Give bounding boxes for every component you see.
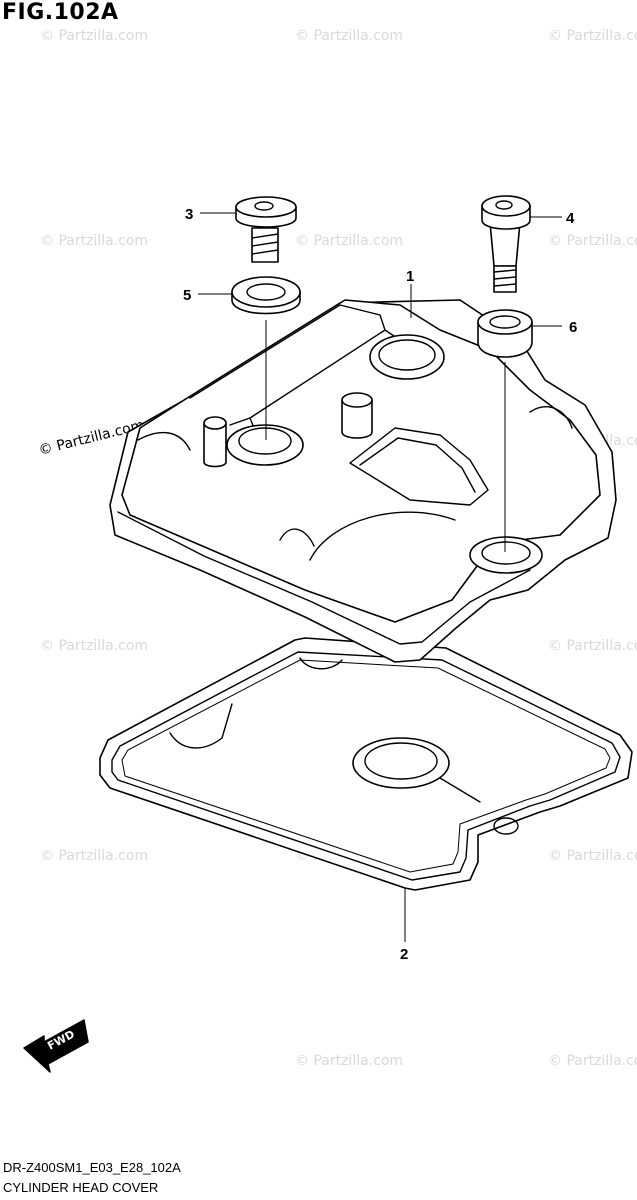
cylinder-head-cover-part-1[interactable]	[109, 299, 617, 663]
watermark: © Partzilla.com	[40, 638, 148, 654]
section-name: CYLINDER HEAD COVER	[3, 1180, 159, 1195]
callout-2[interactable]: 2	[400, 946, 408, 963]
washer-part-5[interactable]	[231, 276, 301, 315]
watermark: © Partzilla.com	[295, 28, 403, 44]
gasket-part-2[interactable]	[99, 637, 633, 891]
watermark: © Partzilla.com	[548, 1053, 637, 1069]
grommet-part-6[interactable]	[477, 309, 533, 358]
model-code: DR-Z400SM1_E03_E28_102A	[3, 1160, 181, 1175]
watermark: © Partzilla.com	[548, 638, 637, 654]
watermark: © Partzilla.com	[548, 233, 637, 249]
callout-1[interactable]: 1	[406, 268, 414, 285]
watermark: © Partzilla.com	[40, 848, 148, 864]
fwd-arrow-icon: FWD	[23, 1019, 89, 1073]
figure-title: FIG.102A	[2, 0, 119, 25]
watermark: © Partzilla.com	[548, 848, 637, 864]
callout-4[interactable]: 4	[566, 210, 575, 227]
watermark: © Partzilla.com	[295, 233, 403, 249]
watermark: © Partzilla.com	[40, 28, 148, 44]
watermark: © Partzilla.com	[548, 28, 637, 44]
callout-5[interactable]: 5	[183, 287, 191, 304]
callout-3[interactable]: 3	[185, 206, 193, 223]
watermark: © Partzilla.com	[40, 233, 148, 249]
bolt-part-3[interactable]	[235, 196, 297, 263]
callout-6[interactable]: 6	[569, 319, 577, 336]
bolt-part-4[interactable]	[481, 195, 531, 293]
watermark: © Partzilla.com	[295, 1053, 403, 1069]
